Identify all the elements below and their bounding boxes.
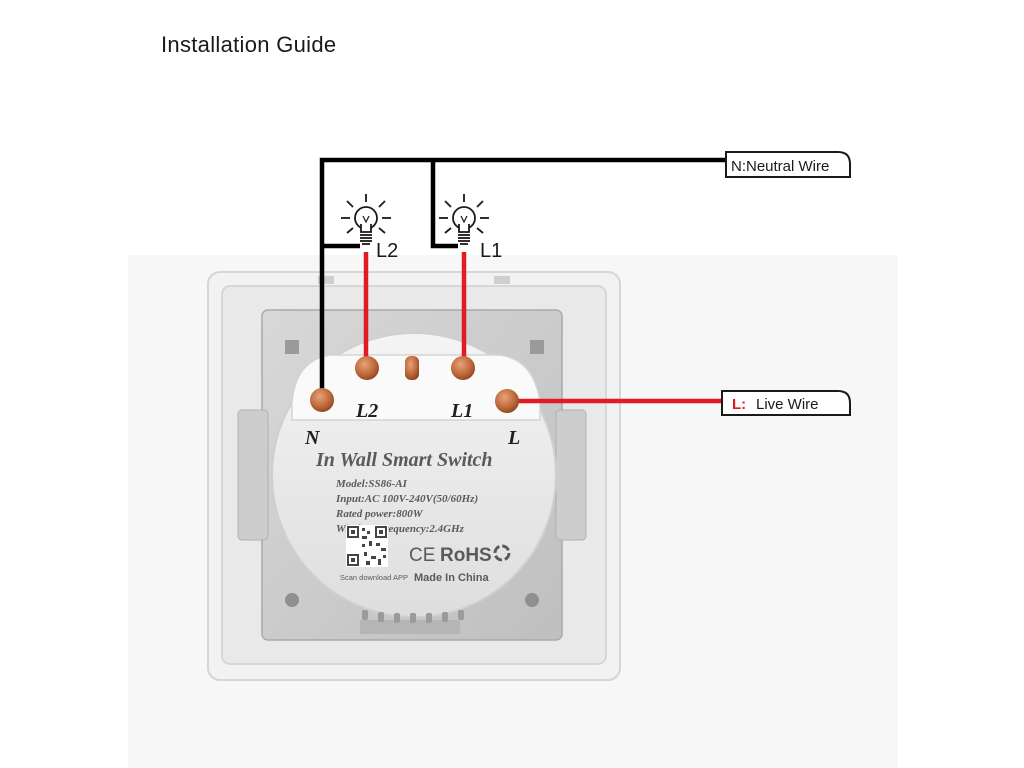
page-title: Installation Guide [161,32,337,57]
module-origin: Made In China [414,572,489,584]
frame-slot [530,340,544,354]
terminal-center-screw [405,356,419,380]
frame-bottom-slot [360,620,460,634]
live-wire-callout: L: Live Wire [721,390,851,416]
terminal-label-n: N [304,427,321,449]
module-power: Rated power:800W [335,508,424,520]
neutral-wire-callout: N:Neutral Wire [725,151,851,178]
lamp-l2-bulb-icon [341,194,391,245]
lamp-label-l2: L2 [376,240,398,262]
frame-screw-hole [525,593,539,607]
live-wire-prefix: L: [732,396,746,413]
ce-mark: CE [409,545,435,566]
frame-slot [285,340,299,354]
lamp-label-l1: L1 [480,240,502,262]
neutral-wire-to-lamp-l1 [430,160,458,249]
panel-notch [494,276,510,284]
terminal-label-l: L [507,427,520,449]
terminal-label-l2: L2 [355,400,378,422]
neutral-wire-label: N:Neutral Wire [731,158,829,175]
qr-caption: Scan download APP [340,573,408,582]
terminal-n [310,388,334,412]
terminal-l [495,389,519,413]
terminal-l1 [451,356,475,380]
module-name: In Wall Smart Switch [315,449,493,471]
terminal-label-l1: L1 [450,400,473,422]
panel-notch [318,276,334,284]
rohs-mark: RoHS [440,545,492,566]
module-model: Model:SS86-AI [335,478,408,490]
lamp-l1-bulb-icon [439,194,489,245]
module-input: Input:AC 100V-240V(50/60Hz) [335,493,478,505]
neutral-wire-main [319,157,728,400]
qr-code [346,525,388,567]
frame-side-bracket [237,409,269,541]
recycle-icon [493,544,511,562]
frame-screw-hole [285,593,299,607]
live-wire-label: Live Wire [756,396,819,413]
terminal-l2 [355,356,379,380]
module-vents [362,610,464,623]
frame-side-bracket [555,409,587,541]
